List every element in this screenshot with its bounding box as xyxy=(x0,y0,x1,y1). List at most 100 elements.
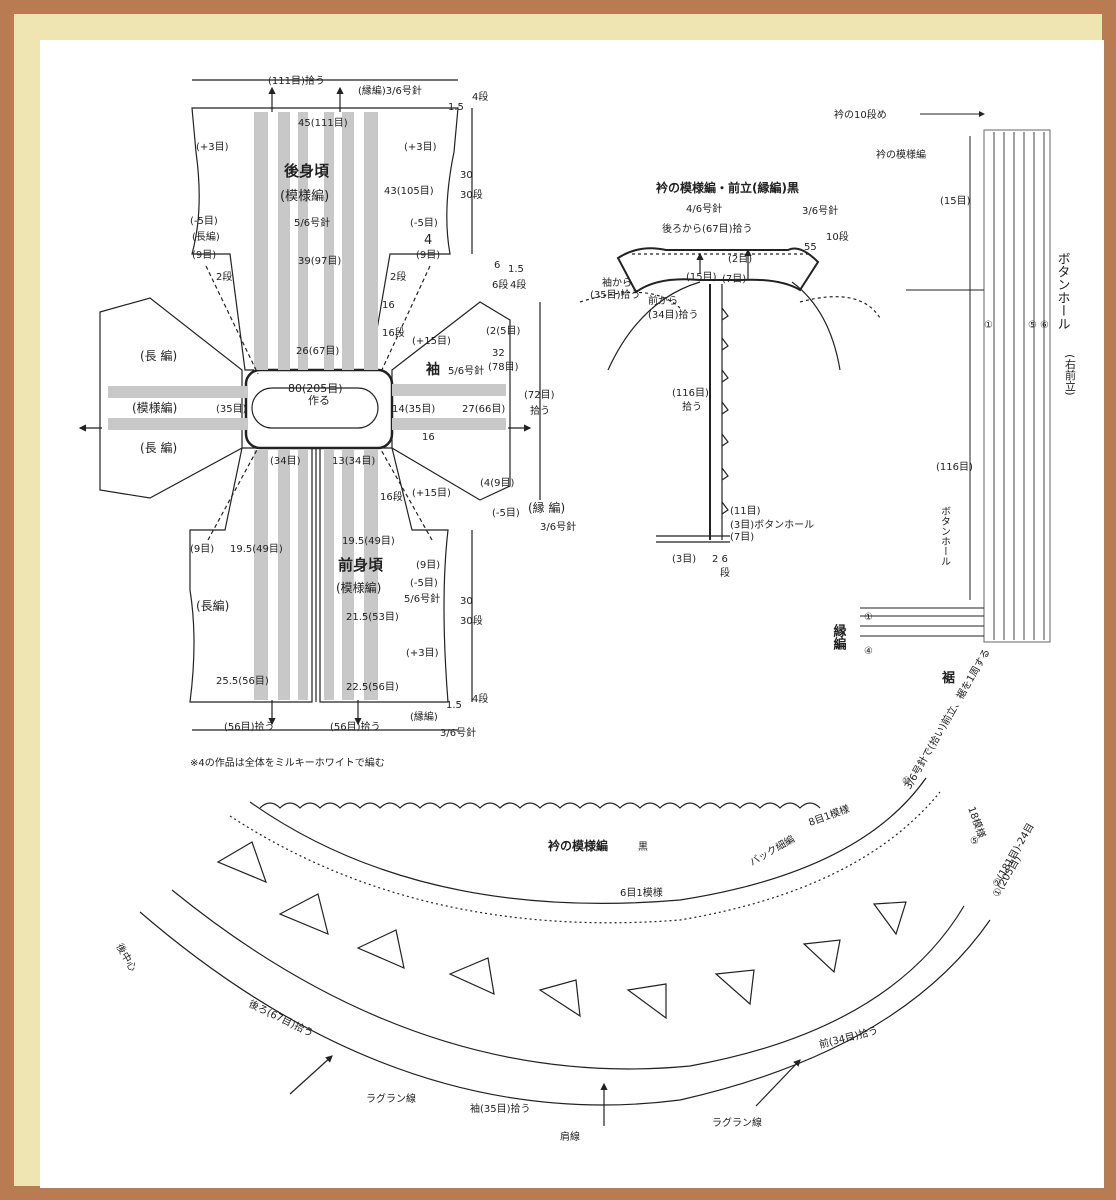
collar-st3: (3目) xyxy=(672,554,696,565)
height-16-top: 16 xyxy=(382,300,395,311)
collar-sleeve-pick: 袖から xyxy=(602,276,632,289)
width-13-label: 13(34目) xyxy=(332,456,375,467)
top-pick-label: (111目)拾う xyxy=(268,74,325,87)
collar-needle36: 3/6号針 xyxy=(802,204,838,217)
bottom-pick-right: (56目)拾う xyxy=(330,720,381,733)
chart-shell-edge xyxy=(259,802,821,809)
height-16-mid: 16 xyxy=(422,432,435,443)
back-minus5-right: (-5目) xyxy=(410,218,438,229)
collar-r55: 55 xyxy=(804,242,817,253)
front-plus3: (+3目) xyxy=(406,648,439,659)
placket-edge: 縁編 xyxy=(831,623,847,650)
chart-shoulder: 肩線 xyxy=(560,1130,580,1143)
placket-st15: (15目) xyxy=(940,196,971,207)
back-st9-left: (9目) xyxy=(192,250,216,261)
width-25-label: 25.5(56目) xyxy=(216,676,269,687)
back-plus3-left: (+3目) xyxy=(196,142,229,153)
body-labels: (111目)拾う (縁編)3/6号針 4段 1.5 45(111目) 後身頃 (… xyxy=(132,74,576,769)
sleeve-title: 袖 xyxy=(426,361,440,378)
placket-edge4: ④ xyxy=(864,646,873,657)
chart-inner-arc xyxy=(171,889,965,1070)
placket-right-front: (右前立) xyxy=(1064,354,1077,396)
rows-4: 4段 xyxy=(510,278,526,291)
sleeve-st5: (2(5目) xyxy=(486,326,521,337)
chart-rep18: 18模様 xyxy=(965,805,988,840)
rows-6: 6 xyxy=(494,260,500,271)
left-pattern: (模様編) xyxy=(132,400,177,415)
chart-r5: ⑤ xyxy=(970,836,979,847)
front-pattern: (模様編) xyxy=(336,580,381,595)
sleeve-edge: (縁 編) xyxy=(528,500,565,515)
back-4-label: 4 xyxy=(424,233,432,248)
rows-6b: 6段 xyxy=(492,278,508,291)
back-plus3-right: (+3目) xyxy=(404,142,437,153)
front-title: 前身頃 xyxy=(338,556,384,574)
back-rows-2-left: 2段 xyxy=(216,270,232,283)
bottom-needle: 3/6号針 xyxy=(440,726,476,739)
width-21-label: 21.5(53目) xyxy=(346,612,399,623)
back-title: 後身頃 xyxy=(283,162,330,180)
frame-mat: (111目)拾う (縁編)3/6号針 4段 1.5 45(111目) 後身頃 (… xyxy=(14,14,1104,1188)
width-39-label: 39(97目) xyxy=(298,256,341,267)
collar-front-pick2: (34目)拾う xyxy=(648,308,699,321)
collar-st7: (7目) xyxy=(722,274,746,285)
front-minus5: (-5目) xyxy=(410,578,438,589)
top-edge-label: (縁編)3/6号針 xyxy=(358,84,422,97)
chart-back-sc: バック細編 xyxy=(747,832,797,868)
pattern-stripes xyxy=(108,112,506,700)
chart-sleeve-pick: 袖(35目)拾う xyxy=(470,1102,531,1115)
chart-side-note: 3/6号針で(拾い)前立、裾を1周する xyxy=(901,646,992,791)
pattern-sheet: (111目)拾う (縁編)3/6号針 4段 1.5 45(111目) 後身頃 (… xyxy=(40,40,1104,1188)
chart-outer-arc xyxy=(139,911,991,1106)
collar-r26b: 段 xyxy=(720,566,730,579)
sleeve-left-outline xyxy=(99,297,243,499)
chart-fans xyxy=(216,841,907,1020)
back-st9-right: (9目) xyxy=(416,250,440,261)
placket-collar-end: 衿の10段め xyxy=(834,108,887,121)
left-long-top: (長 編) xyxy=(140,348,177,363)
placket-buttonhole-vertical: ボタンホール xyxy=(1055,252,1070,330)
placket-hem: 裾 xyxy=(942,670,955,686)
placket-m1: ① xyxy=(984,320,993,331)
placket-collar-pattern: 衿の模様編 xyxy=(876,148,926,161)
chart-title: 衿の模様編 xyxy=(548,838,608,853)
collar-sleeve-pick2: (35目)拾う xyxy=(590,288,641,301)
front-st34: (34目) xyxy=(270,456,301,467)
sleeve-st72: (72目) xyxy=(524,390,555,401)
collar-r26: 2 6 xyxy=(712,554,728,565)
height-16-bottom: 16段 xyxy=(380,490,403,503)
chart-raglan-left: ラグラン線 xyxy=(366,1092,416,1105)
front-long-label: (長編) xyxy=(196,598,229,613)
neck-inner xyxy=(251,387,379,429)
front-panel-left-outline xyxy=(189,447,313,703)
sleeve-st4: (4(9目) xyxy=(480,478,515,489)
chart-raglan-right: ラグラン線 xyxy=(712,1116,762,1129)
top-height-label: 1.5 xyxy=(448,102,464,113)
height-16-top-rows: 16段 xyxy=(382,326,405,339)
chart-top-arc xyxy=(249,777,927,904)
width-32-label: 32 xyxy=(492,348,505,359)
collar-st15: (15目) xyxy=(686,272,717,283)
collar-title: 衿の模様編・前立(縁編)黒 xyxy=(656,180,799,195)
placket-chart xyxy=(860,111,1051,643)
bottom-pick-left: (56目)拾う xyxy=(224,720,275,733)
chart-r10: ⑩ xyxy=(902,776,911,787)
sleeve-edge-needle: 3/6号針 xyxy=(540,520,576,533)
front-st9-right: (9目) xyxy=(416,560,440,571)
collar-st3bh: (3目)ボタンホール xyxy=(730,519,814,531)
collar-st116: (116目) xyxy=(672,388,709,399)
collar-st2: (2目) xyxy=(728,254,752,265)
collar-r10: 10段 xyxy=(826,230,849,243)
height-30-rows: 30段 xyxy=(460,188,483,201)
placket-labels: 衿の10段め 衿の模様編 (15目) (116目) ボタンホール (右前立) ボ… xyxy=(831,108,1077,686)
width-45-label: 45(111目) xyxy=(298,118,348,129)
collar-st11: (11目) xyxy=(730,506,761,517)
material-note: ※4の作品は全体をミルキーホワイトで編む xyxy=(190,756,385,769)
width-32b-label: (78目) xyxy=(488,362,519,373)
placket-buttonhole-small: ボタンホール xyxy=(939,506,951,566)
front-panel-right-outline xyxy=(319,447,449,703)
height-30-bottom: 30 xyxy=(460,596,473,607)
crochet-pattern-drawing: (111目)拾う (縁編)3/6号針 4段 1.5 45(111目) 後身頃 (… xyxy=(78,74,1077,1143)
neck-make-label: 作る xyxy=(308,394,330,407)
